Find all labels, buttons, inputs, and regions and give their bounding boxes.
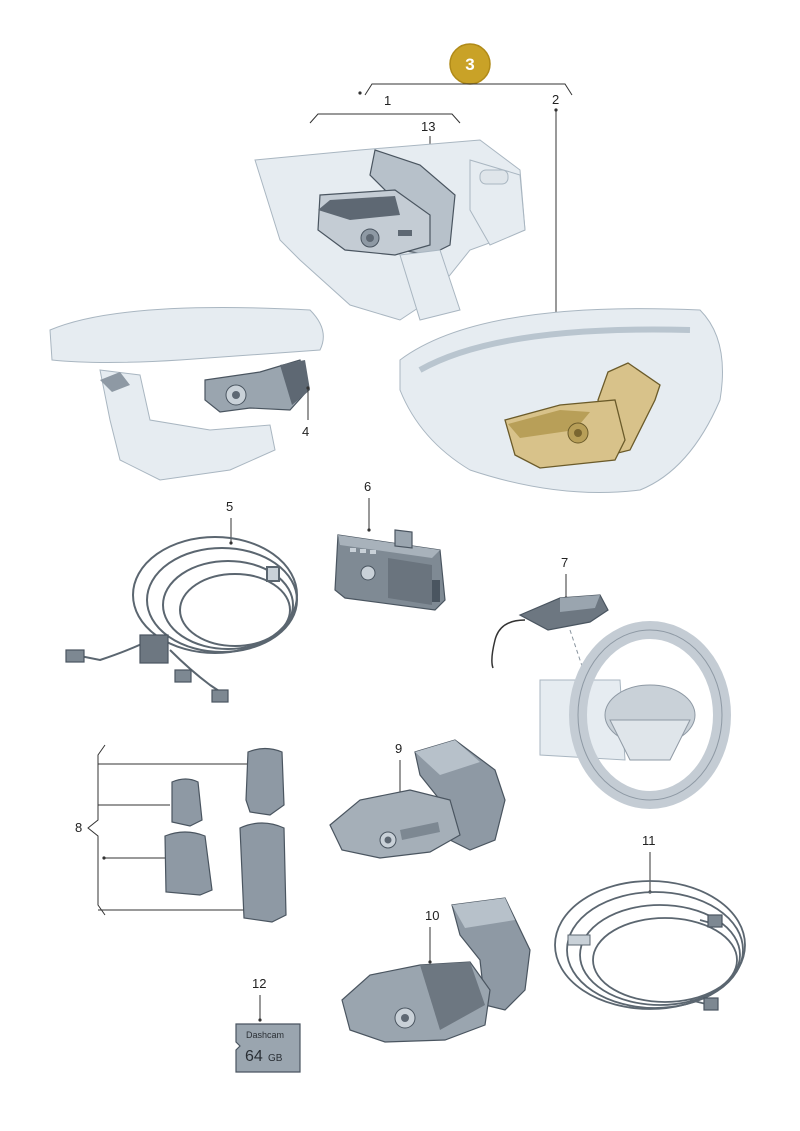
bracket-1 bbox=[309, 113, 461, 124]
bracket-8 bbox=[87, 744, 106, 916]
callout-10: 10 bbox=[425, 908, 439, 923]
part-7-sensor bbox=[491, 594, 609, 691]
callout-11: 11 bbox=[642, 833, 656, 848]
sd-card-brand: Dashcam bbox=[246, 1030, 284, 1040]
callout-12: 12 bbox=[252, 976, 266, 991]
callout-8: 8 bbox=[75, 820, 82, 835]
diagram-badge: 3 bbox=[449, 43, 491, 85]
callout-9: 9 bbox=[395, 741, 402, 756]
callout-1: 1 bbox=[384, 93, 391, 108]
steering-wheel-context bbox=[539, 621, 731, 809]
callout-7: 7 bbox=[561, 555, 568, 570]
part-2-mirror-camera bbox=[399, 308, 723, 493]
top-bracket bbox=[364, 83, 573, 96]
part-4-bracket-assembly bbox=[49, 307, 324, 481]
callout-2: 2 bbox=[552, 92, 559, 107]
callout-4: 4 bbox=[302, 424, 309, 439]
callout-6: 6 bbox=[364, 479, 371, 494]
sd-card-unit: GB bbox=[268, 1053, 283, 1064]
windshield-camera-assembly bbox=[254, 139, 526, 321]
part-9-camera bbox=[329, 739, 506, 859]
callout-5: 5 bbox=[226, 499, 233, 514]
sd-card-capacity: 64 bbox=[245, 1048, 263, 1065]
part-10-camera bbox=[341, 897, 531, 1043]
callout-13: 13 bbox=[421, 119, 435, 134]
part-12-sd-card: Dashcam 64 GB bbox=[235, 1023, 301, 1073]
part-8-covers bbox=[164, 747, 287, 923]
part-6-control-unit bbox=[334, 529, 446, 611]
badge-number: 3 bbox=[465, 55, 474, 74]
harness-connector-box bbox=[139, 634, 169, 664]
